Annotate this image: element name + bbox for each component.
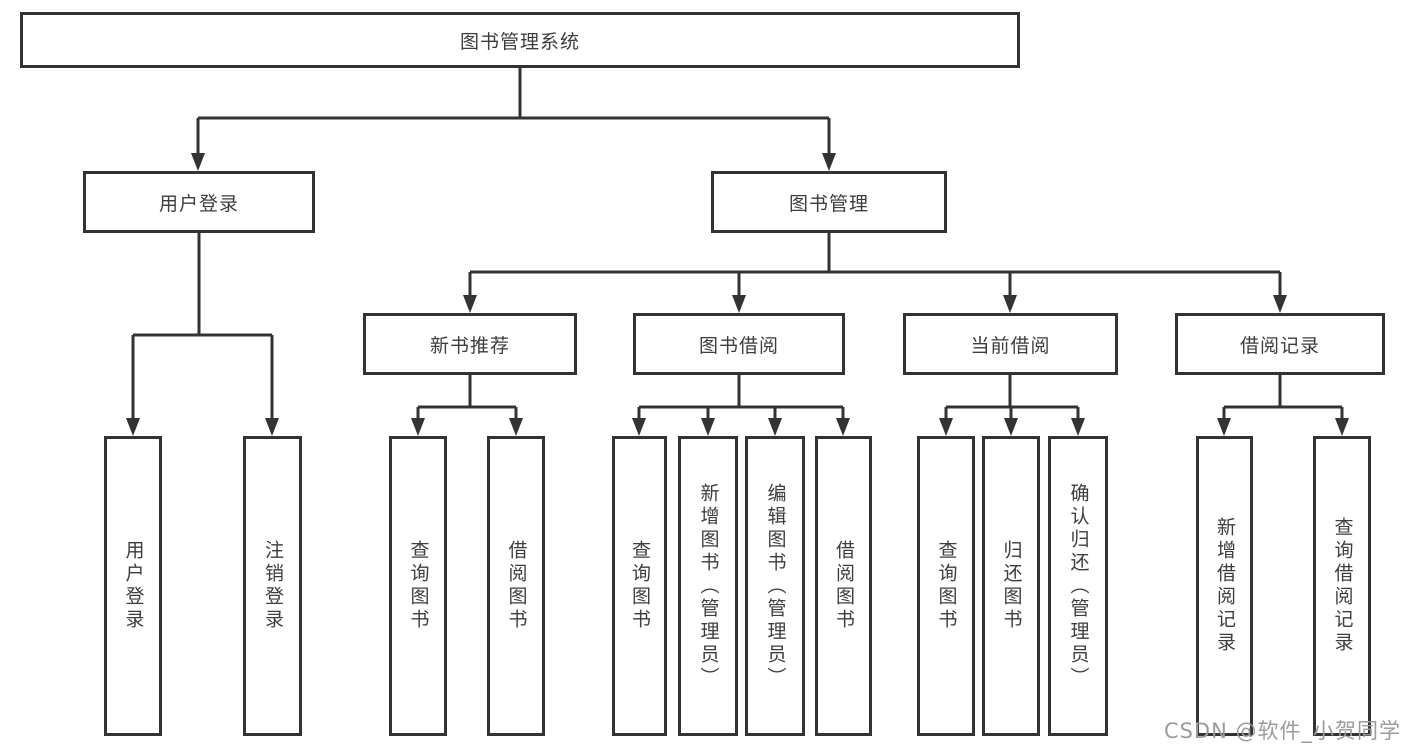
leaf-label: 借阅图书 — [833, 540, 855, 632]
leaf-logout: 注销登录 — [243, 436, 302, 736]
leaf-user-login: 用户登录 — [104, 436, 162, 736]
leaf-label: 查询图书 — [407, 540, 430, 632]
leaf-label: 注销登录 — [262, 540, 284, 632]
node-new-book-recommend: 新书推荐 — [363, 313, 577, 375]
connector-userlogin-to-leaves — [126, 233, 279, 436]
node-borrow-records: 借阅记录 — [1175, 313, 1385, 375]
leaf-return-book: 归还图书 — [982, 436, 1040, 736]
node-book-management: 图书管理 — [711, 171, 947, 233]
leaf-query-borrow-record: 查询借阅记录 — [1313, 436, 1371, 736]
leaf-newbook-query: 查询图书 — [389, 436, 447, 736]
connector-bookmgmt-to-level3 — [463, 233, 1287, 313]
leaf-label: 归还图书 — [1000, 540, 1023, 632]
leaf-label: 确认归还（管理员） — [1067, 482, 1090, 690]
leaf-label: 编辑图书（管理员） — [764, 482, 787, 690]
connector-root-to-level2 — [191, 68, 836, 171]
node-current-borrow: 当前借阅 — [903, 313, 1118, 375]
leaf-label: 新增图书（管理员） — [697, 482, 720, 690]
connector-currentborrow-to-leaves — [939, 375, 1085, 436]
leaf-borrow-edit-book-admin: 编辑图书（管理员） — [745, 436, 805, 736]
connector-bookborrow-to-leaves — [632, 375, 850, 436]
leaf-borrow-query: 查询图书 — [612, 436, 667, 736]
leaf-label: 查询图书 — [935, 540, 958, 632]
leaf-label: 查询借阅记录 — [1331, 517, 1354, 655]
connector-newbook-to-leaves — [411, 375, 523, 436]
leaf-add-borrow-record: 新增借阅记录 — [1196, 436, 1253, 736]
leaf-newbook-borrow: 借阅图书 — [487, 436, 545, 736]
leaf-borrow-book: 借阅图书 — [815, 436, 872, 736]
leaf-label: 新增借阅记录 — [1214, 517, 1236, 655]
node-user-login: 用户登录 — [83, 171, 315, 233]
leaf-confirm-return-admin: 确认归还（管理员） — [1048, 436, 1108, 736]
leaf-label: 用户登录 — [122, 540, 145, 632]
connector-records-to-leaves — [1217, 375, 1349, 436]
leaf-label: 借阅图书 — [505, 540, 528, 632]
leaf-borrow-add-book-admin: 新增图书（管理员） — [678, 436, 738, 736]
node-book-borrow: 图书借阅 — [633, 313, 845, 375]
leaf-label: 查询图书 — [629, 540, 651, 632]
leaf-current-query: 查询图书 — [917, 436, 975, 736]
node-library-system: 图书管理系统 — [20, 12, 1020, 68]
